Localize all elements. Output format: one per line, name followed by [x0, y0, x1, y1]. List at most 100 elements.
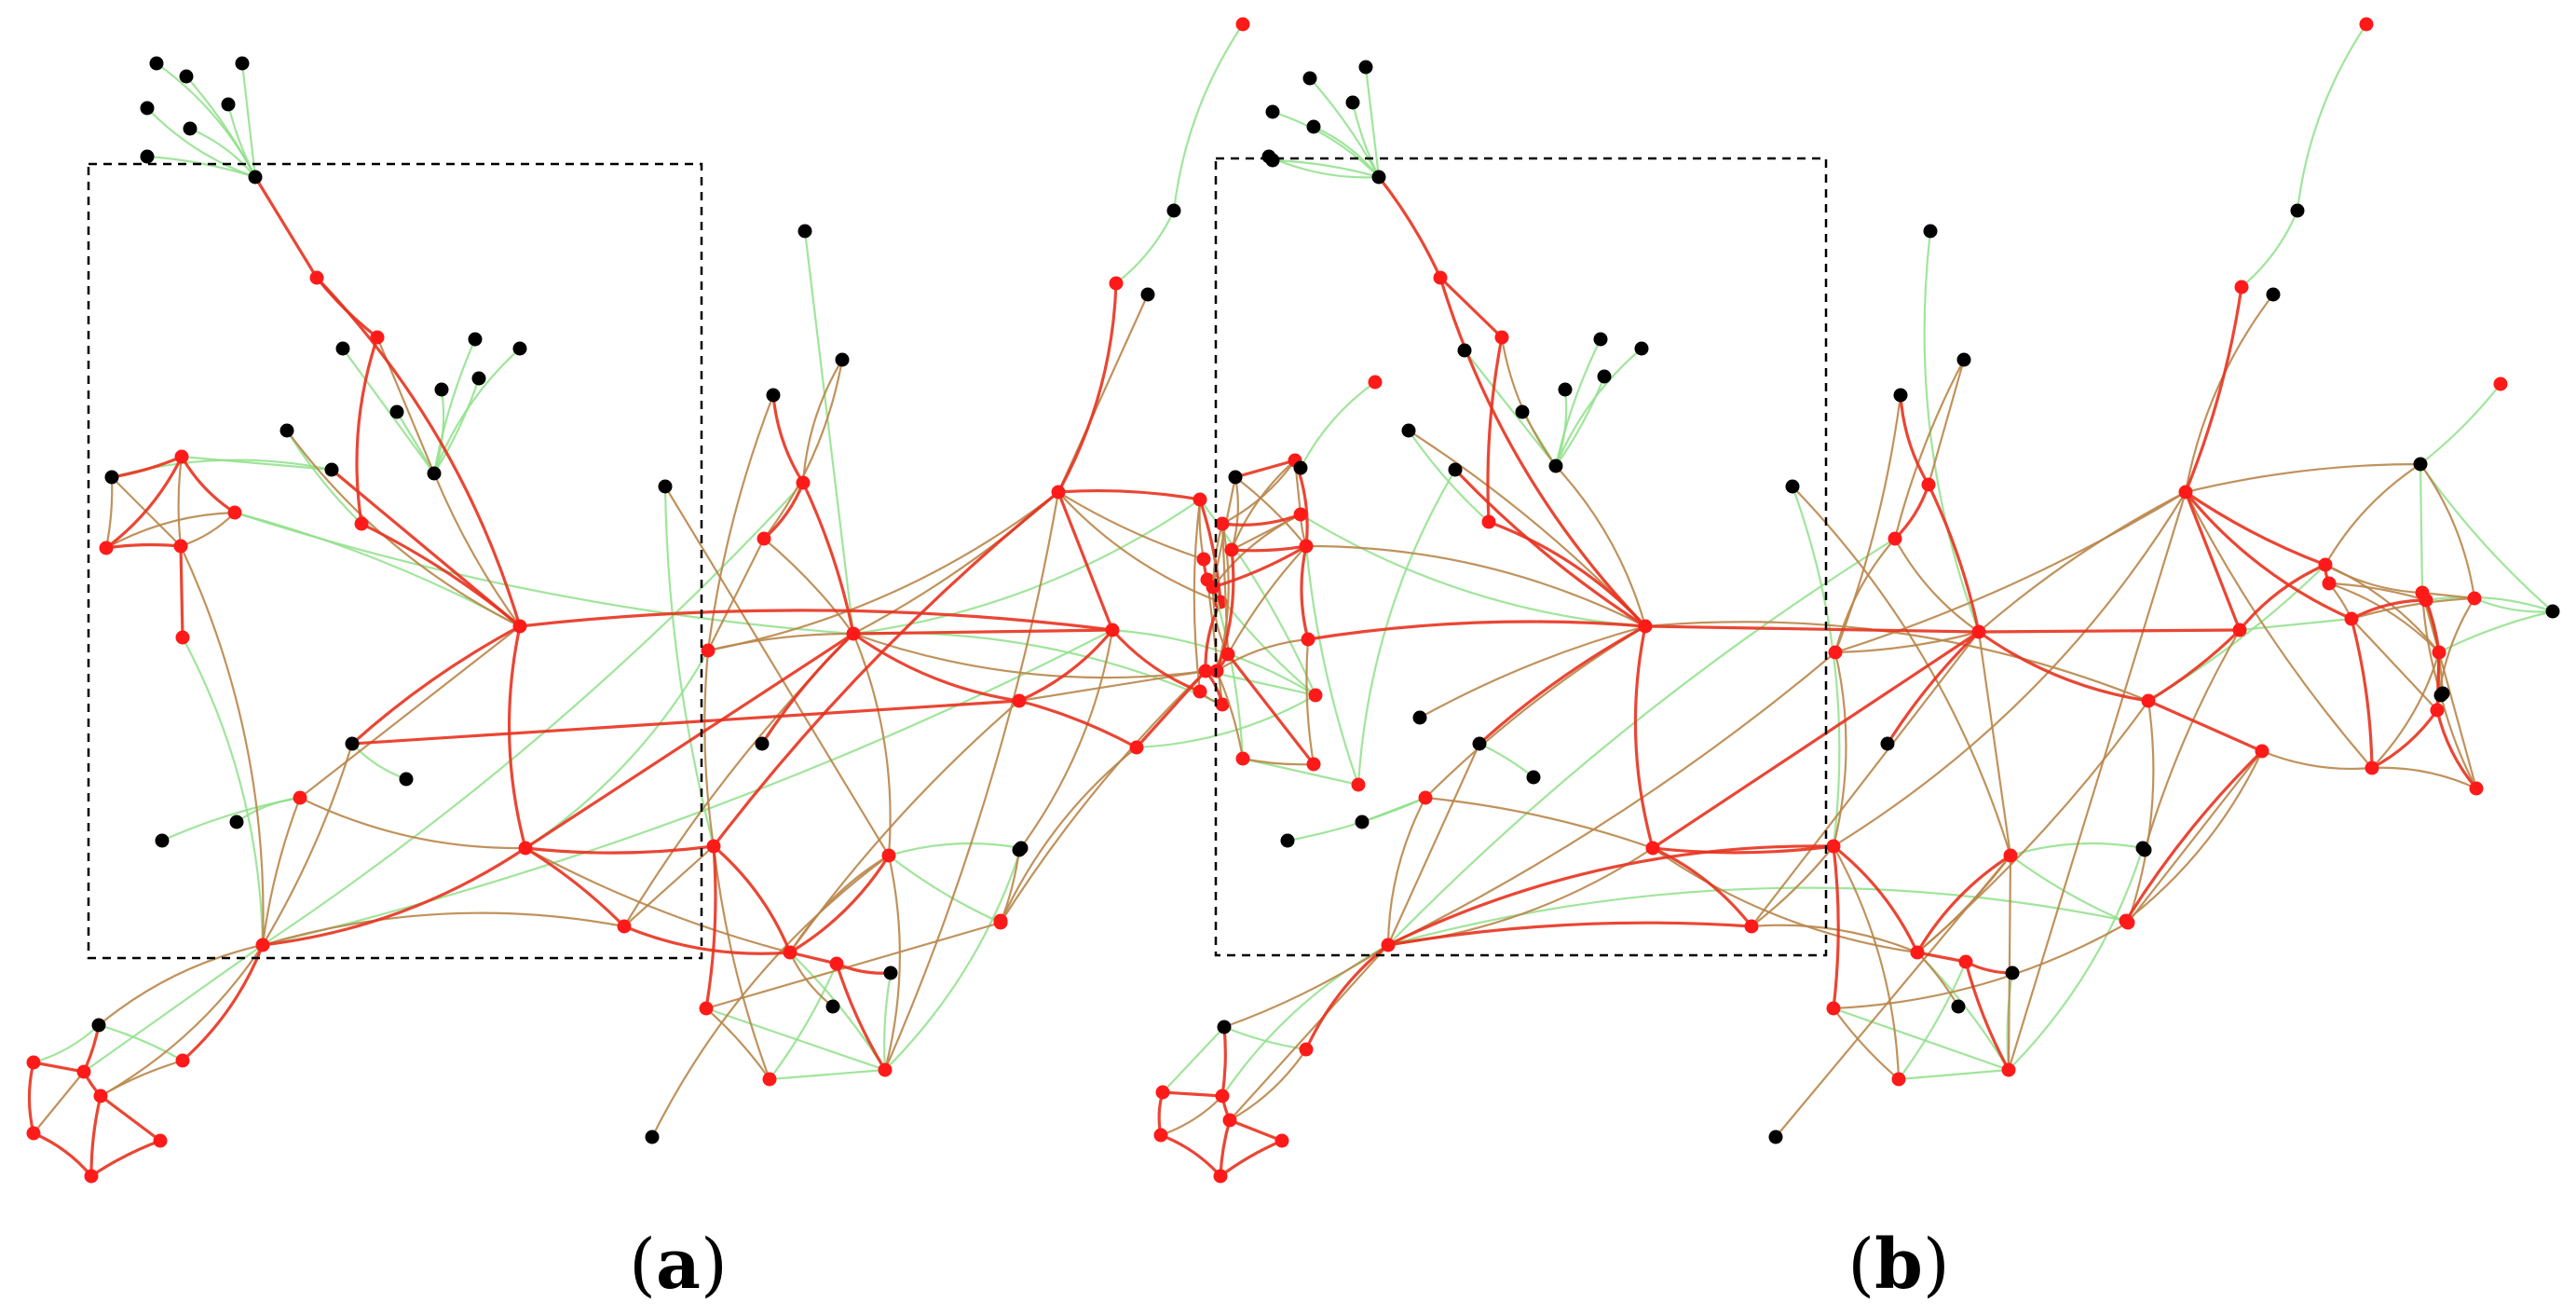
panel-b-edge [1387, 844, 1834, 947]
panel-a-node-red [174, 449, 189, 464]
panel-a-node-red [1109, 276, 1124, 291]
panel-b-edge [1833, 922, 2129, 1010]
panel-a-edge [852, 632, 1020, 703]
panel-a-edge [712, 845, 771, 1080]
panel-a-edge [105, 511, 236, 549]
panel-a-node-black [835, 352, 850, 367]
panel-b-edge [1833, 844, 1919, 953]
panel-a-node-red [175, 1053, 190, 1068]
panel-a-edge [299, 797, 526, 850]
panel-a-node-red [26, 1055, 41, 1070]
panel-b-node-red [1381, 938, 1396, 952]
panel-b-edge [1220, 1139, 1283, 1178]
panel-b-edge [1387, 886, 2127, 947]
panel-a-edges [27, 23, 1317, 1178]
panel-a-edge [707, 538, 765, 651]
panel-a-edge [883, 972, 893, 1071]
panel-a-edge [852, 633, 892, 856]
panel-b-node-black [1880, 736, 1895, 751]
panel-a-edge [180, 545, 265, 946]
panel-b-edge [2371, 651, 2441, 769]
panel-b-edge [2147, 699, 2263, 753]
panel-a-edge [852, 631, 1223, 706]
panel-b-edge [1833, 845, 1901, 1080]
panel-b-edge [2371, 709, 2439, 770]
panel-b-label-open: ( [1847, 1225, 1874, 1305]
panel-a-label-open: ( [629, 1225, 656, 1305]
panel-a-edge [1056, 294, 1150, 493]
panel-b-node-black [2545, 604, 2560, 619]
panel-b-node-red [1153, 1128, 1168, 1143]
panel-b-edge [2184, 491, 2242, 631]
panel-b-node-red [2344, 611, 2359, 626]
panel-a-edge [351, 743, 407, 781]
panel-b-edge [1419, 624, 1646, 719]
panel-b-edge [2239, 617, 2352, 632]
panel-a-node-black [471, 371, 486, 386]
panel-b-edge [1215, 549, 1235, 672]
panel-a-node-black [104, 470, 119, 485]
panel-b-node-black [2137, 842, 2152, 857]
panel-b-node-black [1956, 352, 1971, 367]
panel-a-node-red [99, 541, 114, 555]
panel-a-edge [1198, 499, 1222, 603]
panel-b-edge [1833, 1007, 2010, 1072]
panel-b-edge [2371, 766, 2477, 790]
panel-b-edge [1652, 847, 1918, 954]
panel-a-edge [888, 855, 1002, 925]
panel-b-node-red [1220, 647, 1235, 662]
panel-b-node-red [1828, 645, 1843, 660]
panel-b-node-black [1548, 459, 1563, 473]
panel-a-edge [1136, 694, 1316, 749]
panel-b-edge [1351, 102, 1380, 178]
panel-b-node-black [2266, 287, 2281, 302]
panel-b-edge [2351, 596, 2475, 621]
panel-b-edge [2324, 463, 2421, 566]
panel-a-node-black [279, 423, 294, 438]
panel-b-edge [1832, 651, 1847, 847]
panel-a-edge [1056, 282, 1118, 493]
panel-b-edge [1915, 854, 2011, 953]
panel-a-node-black [229, 815, 244, 829]
panel-a-edge [801, 482, 855, 635]
panel-a-edge [100, 1094, 161, 1143]
panel-b-edge [1916, 700, 2149, 953]
panel-b-edge [1486, 336, 1504, 523]
panel-a-edge [801, 359, 843, 484]
panel-b-edge [2008, 847, 2145, 1071]
panel-a-node-red [76, 1064, 91, 1079]
panel-b-node-red [1826, 1001, 1841, 1016]
panel-a-edge [704, 845, 717, 1009]
panel-a-edge [1056, 491, 1114, 631]
panel-a-edge [1018, 669, 1206, 703]
panel-b-edge [2184, 294, 2274, 493]
panel-a-edge [884, 847, 1023, 1071]
panel-a-node-black [427, 466, 442, 481]
panel-a-edge [664, 486, 890, 856]
panel-b-edge [1386, 743, 1481, 946]
panel-b-node-red [2255, 744, 2269, 759]
panel-a-edge [262, 846, 526, 947]
panel-a-label: (a) [629, 1225, 728, 1305]
panel-b-selection-box [1214, 157, 1828, 957]
panel-b-edge [2125, 750, 2263, 922]
panel-b-edge [1644, 621, 2149, 703]
panel-b-edge [2296, 23, 2367, 212]
panel-b-node-red [2359, 17, 2374, 32]
panel-b-edge [2419, 463, 2476, 599]
panel-b-node-red [1155, 1085, 1170, 1100]
panel-a-edge [1057, 491, 1205, 561]
panel-a-edge [525, 844, 715, 855]
panel-a-node-red [1198, 664, 1213, 678]
panel-b-node-red [1293, 507, 1308, 522]
panel-b-edge [1751, 924, 1918, 954]
panel-b-edge [2351, 618, 2438, 711]
panel-b-edge [1300, 381, 1376, 469]
panel-b-edge [1964, 961, 2010, 1071]
panel-b-edge [1916, 855, 2011, 953]
panel-a-edge [771, 394, 805, 484]
panel-b-node-black [2413, 457, 2428, 472]
panel-a-node-red [706, 839, 721, 854]
panel-b-node-red [1481, 514, 1496, 529]
panel-b-edge [2241, 210, 2299, 288]
